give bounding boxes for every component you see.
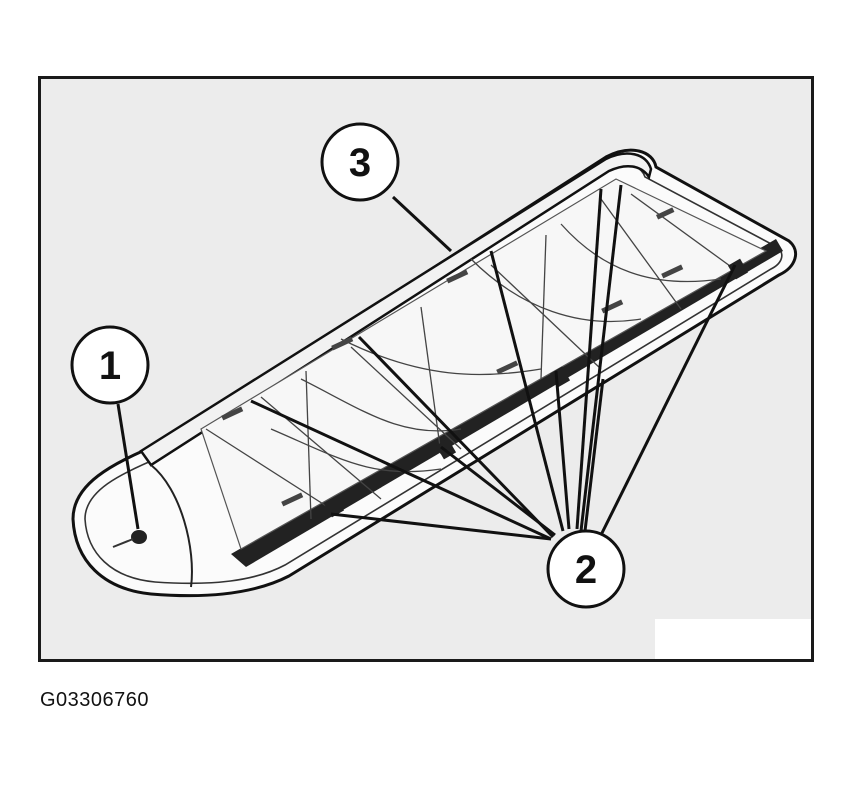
inner-panel (200, 178, 768, 550)
clip-slots (221, 207, 684, 507)
top-rail (139, 152, 653, 467)
bottom-edge (231, 239, 783, 567)
corner-patch (655, 619, 811, 659)
leader-lines (116, 184, 737, 541)
trim-inner-rim (84, 164, 783, 585)
callout-3: 3 (320, 122, 400, 202)
callout-3-label: 3 (349, 141, 371, 185)
screw-hole (112, 530, 147, 548)
rib-lines (205, 193, 742, 520)
trim-part-illustration: 1 2 3 (70, 122, 798, 609)
callout-2: 2 (546, 529, 626, 609)
figure-code: G03306760 (40, 689, 150, 711)
trim-body (71, 148, 798, 598)
end-cap (150, 464, 193, 588)
leader-lines-2 (250, 184, 737, 541)
callout-1-label: 1 (99, 344, 121, 388)
callout-2-label: 2 (575, 548, 597, 592)
diagram-frame: 1 2 3 (38, 76, 814, 662)
callout-1: 1 (70, 325, 150, 405)
leader-line-3 (391, 195, 453, 253)
leader-line-1 (116, 403, 140, 530)
